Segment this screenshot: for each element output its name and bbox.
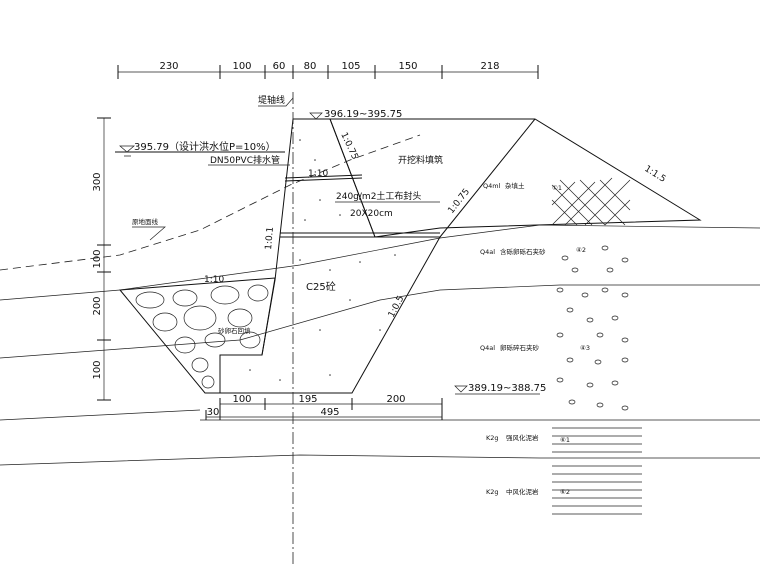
water-level-icon: [119, 145, 135, 157]
axis-line-label: 堤轴线: [258, 94, 285, 106]
top-dimension-chain: 230 100 60 80 105 150 218: [117, 61, 539, 79]
dim-label: 218: [480, 61, 499, 72]
stratum-code: K2g: [486, 488, 499, 496]
stratum-code: Q4al: [480, 248, 495, 256]
dim-label: 200: [92, 296, 103, 315]
dim-label: 230: [159, 61, 178, 72]
stratum-name: 杂填土: [505, 181, 525, 190]
dim-label: 60: [273, 61, 286, 72]
left-dimension-chain: 300 100 200 100: [92, 117, 111, 401]
ground-line-label: 原地面线: [132, 217, 159, 226]
dim-label: 100: [232, 394, 251, 405]
flood-level-label: 395.79（设计洪水位P=10%）: [134, 140, 276, 153]
original-ground-line: [0, 134, 421, 271]
base-elevation: 389.19~388.75: [468, 383, 546, 394]
elevation-marker-icon: [454, 385, 468, 393]
stratum-boundary: [0, 454, 760, 466]
fill-slope-line: [439, 118, 536, 238]
slope-label: 1:0.75: [338, 131, 359, 161]
dim-label: 200: [386, 394, 405, 405]
dim-label: 495: [320, 407, 339, 418]
cobble-pattern: [135, 284, 269, 389]
dim-label: 100: [232, 61, 251, 72]
backfill-label: 砂卵石回填: [218, 326, 251, 335]
dim-label: 300: [92, 172, 103, 191]
dim-label: 195: [298, 394, 317, 405]
elevation-marker-icon: [309, 112, 323, 120]
dim-label: 80: [304, 61, 317, 72]
concrete-label: C25砼: [306, 280, 336, 293]
mudstone-pattern: [552, 427, 642, 515]
geotextile-label: 240g/m2土工布封头: [336, 190, 421, 202]
excavation-fill-zone: [329, 118, 702, 238]
fill-hatch: [551, 177, 631, 226]
stratum-mark: ①1: [552, 184, 562, 192]
stratum-boundary: [0, 224, 760, 301]
stratum-mark: ⑥1: [560, 436, 570, 444]
bottom-dimension-chain: 100 195 200 30 495: [205, 394, 443, 420]
stratum-code: Q4ml: [483, 182, 501, 190]
gravel-backfill-zone: [119, 277, 276, 394]
stratum-name: 中风化泥岩: [506, 487, 539, 496]
dim-label: 30: [207, 407, 220, 418]
stratum-code: K2g: [486, 434, 499, 442]
slope-label: 1:0.1: [264, 226, 276, 250]
gravel-strata-pattern: [556, 245, 629, 411]
dim-label: 100: [92, 360, 103, 379]
stratum-boundary: [0, 409, 201, 421]
dim-label: 150: [398, 61, 417, 72]
slope-label: 1:1.5: [642, 164, 667, 185]
stratum-name: 强风化泥岩: [506, 433, 539, 442]
stratum-mark: ⑥2: [560, 488, 570, 496]
stratum-mark: ④2: [576, 246, 586, 254]
crest-elevation: 396.19~395.75: [324, 109, 402, 120]
stratum-code: Q4al: [480, 344, 495, 352]
stratum-name: 卵砾碎石夹砂: [500, 343, 540, 352]
drain-pipe: [284, 174, 363, 179]
dim-label: 105: [341, 61, 360, 72]
stratum-mark: ④3: [580, 344, 590, 352]
geotextile-size-label: 20X20cm: [350, 209, 393, 219]
dim-label: 100: [92, 249, 103, 268]
fill-label: 开挖料填筑: [398, 154, 443, 166]
slope-label: 1:10: [308, 169, 328, 179]
stratum-boundary: [0, 284, 760, 359]
slope-label: 1:10: [204, 275, 224, 285]
drain-pipe-label: DN50PVC排水管: [210, 154, 280, 166]
concrete-speckle: [249, 139, 396, 381]
stratum-name: 含砾卵砾石夹砂: [500, 247, 546, 256]
